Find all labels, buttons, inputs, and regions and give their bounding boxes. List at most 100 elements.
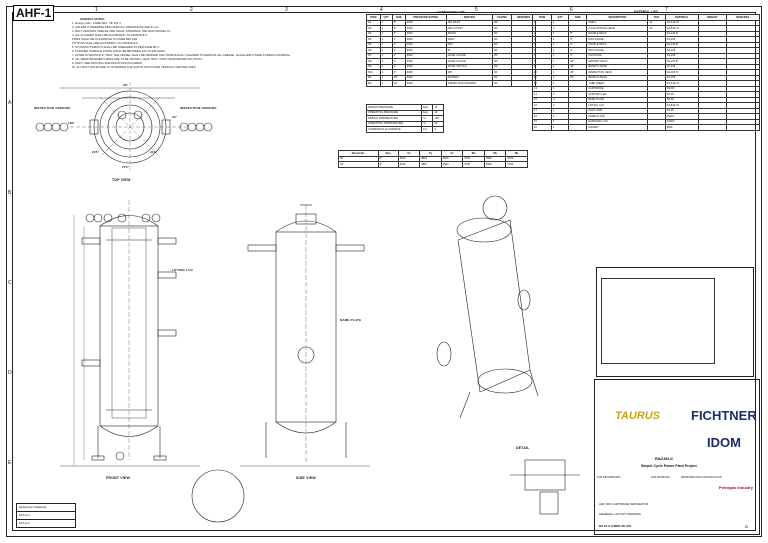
table-cell: 10 — [432, 109, 444, 116]
table-cell: 2540 — [440, 161, 464, 168]
table-cell — [725, 63, 761, 70]
reference-item: M-T-A-2 — [19, 521, 30, 525]
table-cell: 1 — [550, 19, 570, 26]
angle-270: 270° — [122, 165, 130, 169]
table-cell: 2 — [550, 102, 570, 109]
table-cell: 1 — [550, 80, 570, 87]
table-cell: 1 — [379, 74, 393, 81]
project-name: RAZAN-II — [655, 456, 673, 461]
angle-45: 45° — [172, 115, 178, 119]
inspection-opening-left: INSPECTION OPENING — [34, 106, 71, 110]
drawing-frame — [6, 6, 762, 537]
col-header: QTY — [379, 14, 393, 21]
nameplate-detail — [596, 267, 754, 377]
table-cell — [568, 113, 588, 120]
table-cell: 1 — [550, 107, 570, 114]
status-for-info: FOR INFORMATION — [597, 476, 621, 479]
table-cell: 3810 — [419, 161, 442, 168]
front-view-label: FRONT VIEW — [106, 476, 130, 480]
note-line: 4. ALL FLANGED SHALL BE ACCORDING TO ASM… — [72, 33, 148, 37]
note-line: 7. AFTER HYDROSTATIC TEST, THE VESSEL SH… — [72, 53, 291, 57]
title-block: TAURUS FICHTNER IDOM RAZAN-II Simple Cyc… — [594, 379, 760, 535]
nameplate-inner — [601, 278, 715, 364]
zone-row-a: A — [8, 100, 12, 106]
table-cell: 2540 — [397, 161, 421, 168]
revision: C — [745, 524, 748, 529]
table-cell — [725, 19, 761, 26]
status-for-approval: FOR APPROVAL — [651, 476, 671, 479]
table-cell — [725, 118, 761, 125]
note-line: 9. PAINT: SEE PAINTING SPECIFICATION DOC… — [72, 61, 144, 65]
drawing-inner-frame — [12, 12, 756, 531]
table-cell: 3730 — [462, 161, 485, 168]
table-cell — [725, 107, 761, 114]
table-cell: SA-105 — [664, 74, 700, 81]
table-cell: SS316 — [664, 85, 700, 92]
table-cell: SS304 — [664, 118, 700, 125]
zone-col-5: 5 — [475, 7, 478, 13]
note-line: 6. FLANGED SURFACE FINISH SHALL BE BETWE… — [72, 49, 166, 53]
table-cell: SA-36 — [664, 107, 700, 114]
client-logo-taurus: TAURUS — [615, 410, 661, 422]
table-cell: barg — [420, 104, 434, 111]
angle-180: 180° — [68, 121, 76, 125]
table-cell: OPERATING TEMPERATURE — [366, 120, 422, 127]
lifting-lug-label: LIFTING LUG — [172, 268, 194, 272]
table-cell: 2 — [550, 25, 570, 32]
table-cell: 1 — [550, 124, 570, 131]
table-cell: 1 — [379, 69, 393, 76]
table-cell — [568, 19, 588, 26]
top-view-label: TOP VIEW — [112, 178, 131, 182]
table-cell — [725, 124, 761, 131]
notes-title: GENERAL NOTES: — [80, 17, 105, 21]
table-cell: RF — [492, 19, 513, 26]
table-cell: RF — [492, 63, 513, 70]
table-cell — [568, 91, 588, 98]
reference-title: Reference Drawings — [17, 504, 75, 512]
table-cell: 1 — [550, 74, 570, 81]
table-cell: RF — [492, 69, 513, 76]
zone-col-6: 6 — [570, 7, 573, 13]
isometric-drawing — [436, 195, 539, 419]
table-cell: SA-516-70 — [664, 25, 700, 32]
table-cell: DESIGN TEMPERATURE — [366, 115, 422, 122]
table-cell: 20" — [568, 69, 588, 76]
detail-view-drawing — [510, 459, 580, 515]
zone-row-e: E — [8, 460, 12, 466]
zone-row-c: C — [8, 280, 12, 286]
table-cell: 1 — [550, 118, 570, 125]
inspection-opening-right: INSPECTION OPENING — [180, 106, 217, 110]
table-cell: 15 — [432, 104, 444, 111]
table-cell — [725, 113, 761, 120]
table-cell: 1 — [379, 19, 393, 26]
table-cell: 1 — [379, 63, 393, 70]
table-cell: SA-516-70 — [664, 80, 700, 87]
note-line: FITTINGS SHALL BE ACCORDING TO ASME B16.… — [72, 41, 139, 45]
table-cell: 4 — [550, 91, 570, 98]
note-line: 5. STUDS/NUTS/BOLTS SHALL BE THREADED AS… — [72, 45, 160, 49]
side-view-drawing — [240, 204, 370, 467]
nozzle-load-header: Nozzle No. Size Fx Fy Fz Mx My Mz — [338, 150, 528, 157]
table-cell — [725, 96, 761, 103]
table-cell: SA-36 — [664, 91, 700, 98]
zone-row-b: B — [8, 190, 12, 196]
table-cell: 300# — [404, 19, 447, 26]
table-cell — [568, 124, 588, 131]
reference-item: M-T-A-1 — [17, 512, 75, 520]
